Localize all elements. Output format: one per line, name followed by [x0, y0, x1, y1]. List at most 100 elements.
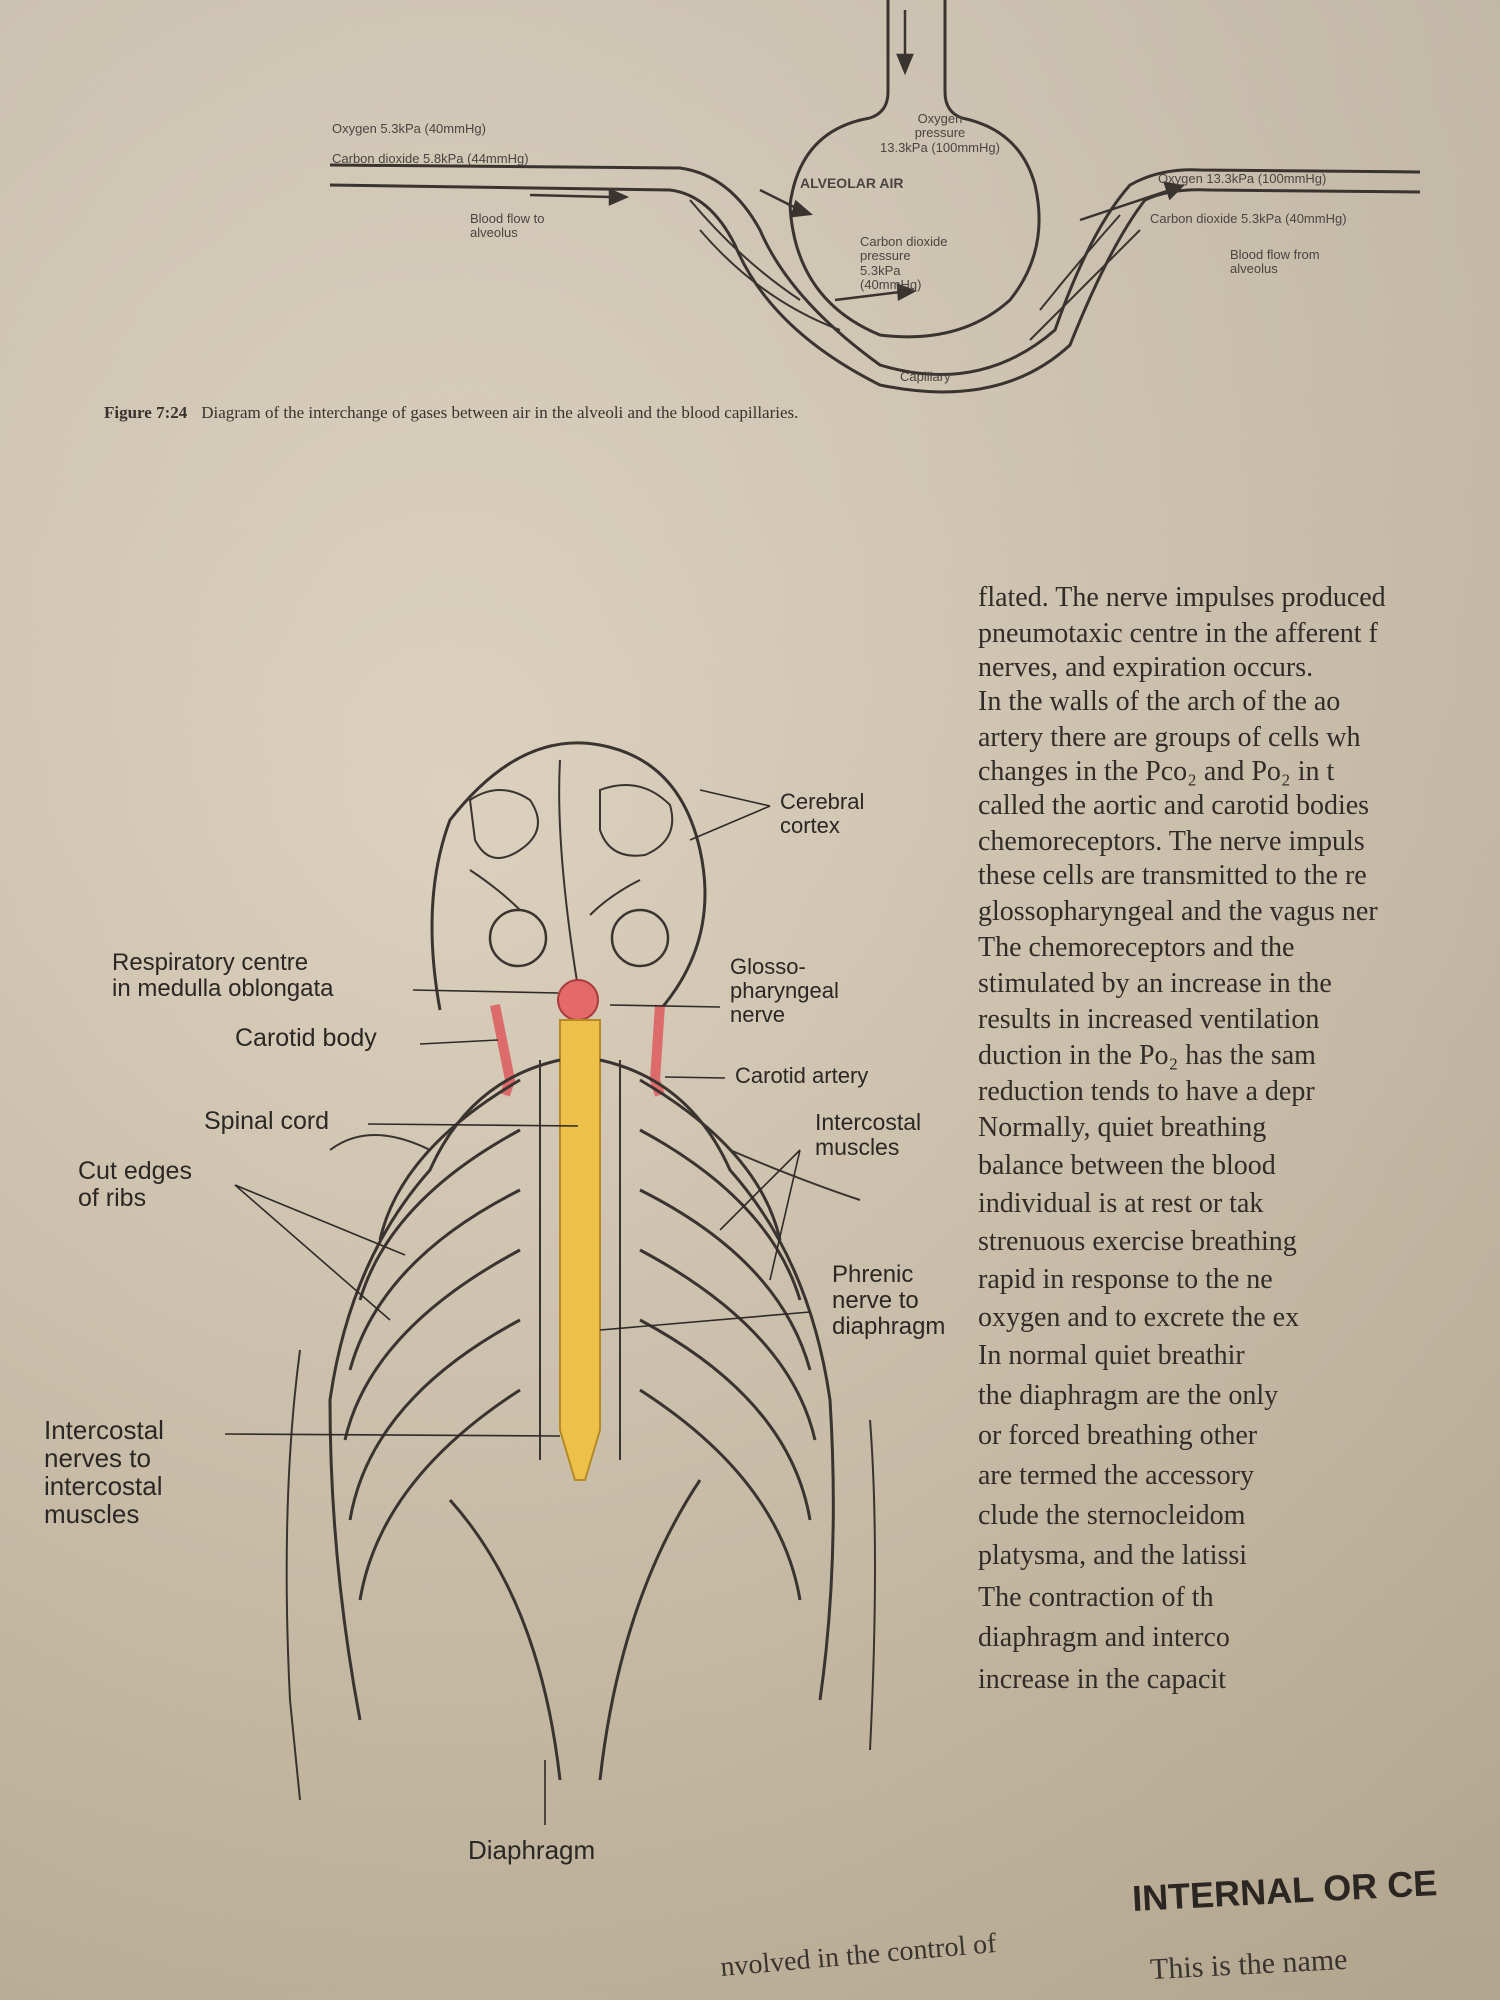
figure-number: Figure 7:24 [104, 403, 188, 422]
shoulder-right [729, 1149, 861, 1201]
ribcage-right-outer [599, 1058, 835, 1701]
capillary-flow-line-3 [1039, 214, 1121, 311]
rib-r1 [639, 1078, 782, 1241]
body-line: Normally, quiet breathing [978, 1112, 1267, 1143]
body-line: flated. The nerve impulses produced [978, 582, 1386, 613]
rib-r4 [639, 1248, 817, 1441]
body-line: increase in the capacit [978, 1664, 1226, 1695]
body-line: or forced breathing other [978, 1420, 1258, 1451]
label-oxygen-pressure: Oxygen pressure 13.3kPa (100mmHg) [880, 111, 1000, 155]
cortex-fold-3 [469, 869, 521, 911]
leader-cerebral-cortex-2 [699, 789, 771, 807]
arrowhead-blood-from [1163, 181, 1185, 201]
leader-respiratory-centre [412, 989, 559, 994]
figure-caption: Figure 7:24 Diagram of the interchange of… [104, 403, 798, 423]
leader-carotid-body [419, 1039, 499, 1045]
arrow-o2 [759, 188, 801, 212]
body-line: The contraction of th [978, 1582, 1214, 1613]
body-line: called the aortic and carotid bodies [978, 790, 1370, 821]
label-out-oxygen: Oxygen 13.3kPa (100mmHg) [1158, 171, 1327, 186]
skull-outline [430, 741, 707, 1011]
body-line: are termed the accessory [978, 1460, 1254, 1491]
label-diaphragm: Diaphragm [468, 1835, 596, 1865]
rib-r6 [639, 1388, 802, 1601]
ventricle-right [610, 908, 670, 968]
label-out-co2: Carbon dioxide 5.3kPa (40mmHg) [1150, 211, 1347, 226]
figure-caption-text: Diagram of the interchange of gases betw… [201, 403, 799, 422]
label-blood-from: Blood flow from alveolus [1230, 247, 1320, 277]
body-line: platysma, and the latissi [978, 1540, 1248, 1571]
body-line: results in increased ventilation [978, 1004, 1320, 1035]
body-line: the diaphragm are the only [978, 1380, 1279, 1411]
label-cerebral-cortex: Cerebral cortex [780, 789, 865, 838]
body-right-contour [869, 1419, 876, 1751]
rib-l5 [348, 1318, 521, 1521]
label-in-co2: Carbon dioxide 5.8kPa (44mmHg) [332, 151, 529, 166]
body-line: nerves, and expiration occurs. [978, 652, 1314, 683]
capillary-flow-line [689, 199, 801, 301]
ribcage-left-outer [328, 1058, 561, 1721]
leader-cut-edges-2 [234, 1184, 391, 1321]
label-carotid-body: Carotid body [235, 1024, 377, 1052]
airway-right-wall [943, 0, 963, 120]
label-in-oxygen: Oxygen 5.3kPa (40mmHg) [332, 121, 486, 136]
leader-intercostal-muscles-2 [769, 1149, 801, 1281]
brain-midline [558, 759, 581, 1001]
leader-phrenic [599, 1311, 811, 1331]
label-phrenic-nerve: Phrenic nerve to diaphragm [832, 1261, 946, 1340]
body-line: strenuous exercise breathing [978, 1226, 1297, 1257]
body-line: In normal quiet breathir [978, 1340, 1245, 1371]
body-left-contour [285, 1349, 301, 1801]
leader-carotid-artery [664, 1076, 726, 1079]
label-alveolar-air: ALVEOLAR AIR [800, 175, 904, 191]
diaphragm-right [598, 1479, 702, 1781]
arrow-co2 [834, 290, 901, 302]
body-line: diaphragm and interco [978, 1622, 1230, 1653]
leader-glossopharyngeal [609, 1004, 721, 1008]
capillary-flow-line-2 [699, 229, 841, 331]
body-line: chemoreceptors. The nerve impuls [978, 826, 1365, 857]
capillary-outer-wall [329, 163, 1421, 376]
label-intercostal-nerves: Intercostal nerves to intercostal muscle… [44, 1415, 164, 1530]
leader-intercostal-muscles [719, 1149, 801, 1231]
body-line: reduction tends to have a depr [978, 1076, 1315, 1107]
body-line: balance between the blood [978, 1150, 1276, 1181]
diaphragm-left [448, 1498, 562, 1781]
body-line: clude the sternocleidom [978, 1500, 1246, 1531]
rib-r5 [639, 1318, 812, 1521]
leader-intercostal-nerves [224, 1433, 561, 1437]
label-carotid-artery: Carotid artery [735, 1063, 869, 1088]
capillary-flow-line-4 [1029, 229, 1141, 341]
label-cut-edges: Cut edges of ribs [78, 1157, 192, 1212]
body-line: In the walls of the arch of the ao [978, 686, 1341, 717]
label-glossopharyngeal: Glosso- pharyngeal nerve [730, 954, 839, 1027]
leader-cut-edges [234, 1184, 406, 1256]
body-line: individual is at rest or tak [978, 1188, 1264, 1219]
label-blood-to: Blood flow to alveolus [470, 211, 545, 241]
arrowhead-co2 [896, 283, 918, 302]
rib-l1 [378, 1078, 521, 1241]
body-line: these cells are transmitted to the re [978, 860, 1367, 891]
rib-l4 [343, 1248, 521, 1441]
label-capillary: Capillary [900, 369, 951, 384]
body-line: glossopharyngeal and the vagus ner [978, 896, 1378, 927]
body-line: stimulated by an increase in the [978, 968, 1332, 999]
body-line: artery there are groups of cells wh [978, 722, 1361, 753]
arrowhead-airway [896, 53, 914, 76]
label-respiratory-centre: Respiratory centre in medulla oblongata [112, 949, 334, 1002]
rib-r3 [639, 1188, 812, 1371]
alveolus-outline [788, 116, 1041, 339]
arrow-blood-from [1079, 188, 1171, 222]
label-spinal-cord: Spinal cord [204, 1107, 330, 1135]
cortex-fold-1 [468, 789, 539, 859]
body-line: pneumotaxic centre in the afferent f [978, 618, 1378, 649]
spinal-cord [559, 1019, 601, 1481]
rib-r2 [639, 1128, 802, 1301]
leader-cerebral-cortex [689, 805, 771, 841]
arrowhead-o2 [790, 199, 813, 218]
label-co2-pressure: Carbon dioxide pressure 5.3kPa (40mmHg) [860, 234, 948, 292]
arrow-blood-to [529, 193, 611, 199]
medulla-respiratory-centre [557, 979, 599, 1021]
